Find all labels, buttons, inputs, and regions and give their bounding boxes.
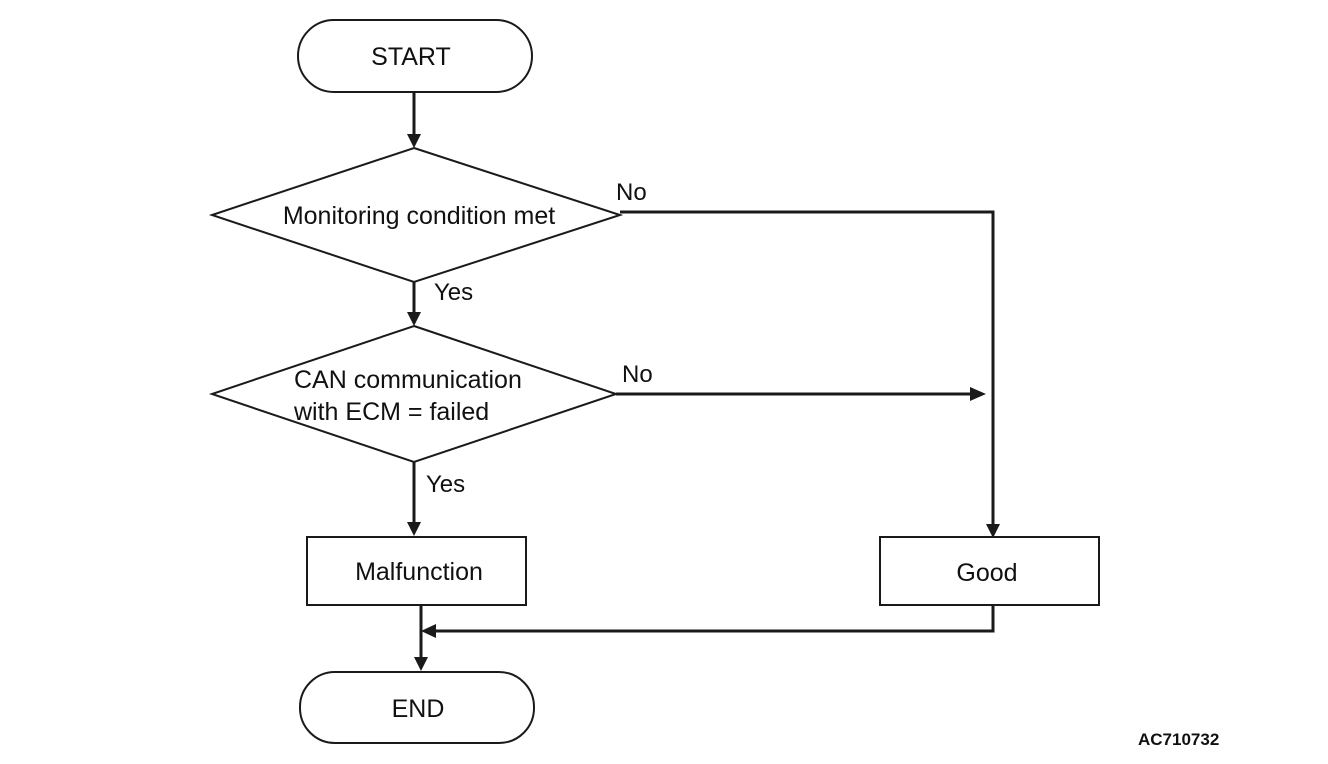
arrowhead-decision2-no [970, 387, 986, 401]
arrowhead-start-to-decision1 [407, 134, 421, 148]
decision-can-communication-label-line2: with ECM = failed [293, 398, 489, 426]
decision-monitoring-condition-label: Monitoring condition met [283, 202, 555, 230]
arrowhead-decision2-yes-to-malfunction [407, 522, 421, 536]
good-label: Good [956, 559, 1017, 587]
edge-label-decision2-no: No [622, 361, 653, 388]
malfunction-box: Malfunction [306, 536, 527, 606]
figure-code: AC710732 [1138, 730, 1219, 749]
decision-monitoring-condition: Monitoring condition met [208, 146, 624, 284]
end-terminal: END [299, 671, 535, 744]
decision-can-communication: CAN communication with ECM = failed [208, 324, 620, 464]
good-box: Good [879, 536, 1100, 606]
edge-label-decision2-yes: Yes [426, 471, 465, 498]
arrowhead-decision1-no-to-good [986, 524, 1000, 538]
arrowhead-good-to-end [421, 624, 436, 638]
arrowhead-decision1-to-decision2 [407, 312, 421, 326]
connectors [407, 92, 1000, 671]
edge-label-decision1-no: No [616, 179, 647, 206]
end-label: END [392, 695, 445, 723]
edge-label-decision1-yes: Yes [434, 279, 473, 306]
arrowhead-malfunction-to-end [414, 657, 428, 671]
edge-decision1-no-to-good [620, 210, 995, 526]
decision-can-communication-label-line1: CAN communication [294, 366, 522, 394]
malfunction-label: Malfunction [355, 558, 483, 586]
edge-good-to-end [434, 605, 995, 633]
start-terminal: START [297, 19, 533, 93]
start-label: START [371, 43, 451, 71]
